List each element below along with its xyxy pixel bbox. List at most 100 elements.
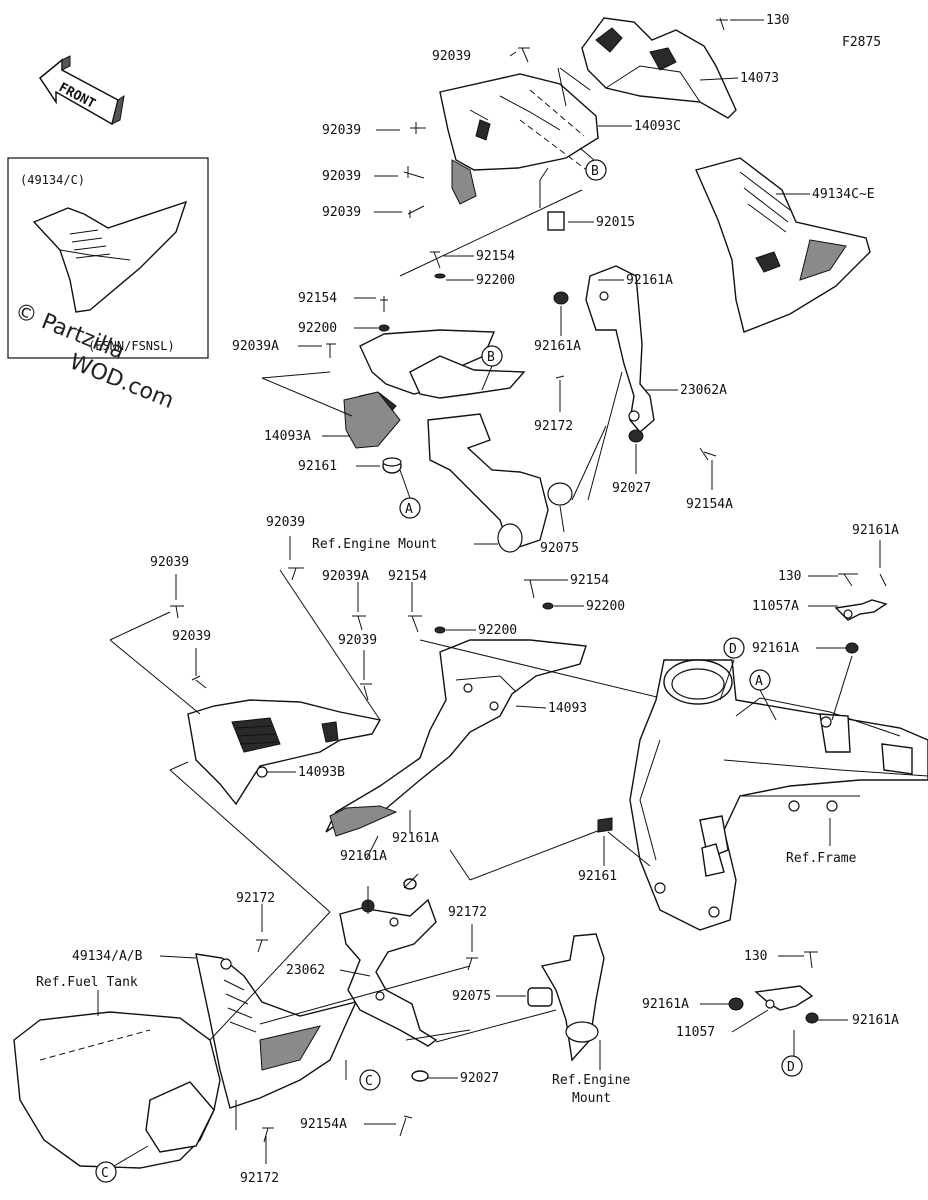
front-arrow-icon: FRONT [38, 55, 125, 126]
label-130-top: 130 [766, 13, 789, 28]
label-92039-e: 92039 [266, 515, 305, 530]
part-92075-bottom [527, 987, 553, 1007]
part-14093C [439, 73, 599, 171]
label-92200-b: 92200 [298, 321, 337, 336]
label-92172-c: 92172 [448, 905, 487, 920]
ref-frame-shape [629, 659, 928, 931]
label-92075-b: 92075 [452, 989, 491, 1004]
label-92161A-h: 92161A [852, 1013, 899, 1028]
label-92154-a: 92154 [476, 249, 515, 264]
label-92172-a: 92172 [534, 419, 573, 434]
label-92172-b: 92172 [236, 891, 275, 906]
label-92027-b: 92027 [460, 1071, 499, 1086]
label-14093B: 14093B [298, 765, 345, 780]
callout-C-left: C [95, 1161, 117, 1183]
label-92039A-a: 92039A [232, 339, 279, 354]
callout-B-top: B [585, 159, 607, 181]
part-92161-mid [597, 817, 613, 833]
part-23062A [585, 265, 655, 433]
label-92161-b: 92161 [578, 869, 617, 884]
label-92039-h: 92039 [338, 633, 377, 648]
callout-A-top: A [399, 497, 421, 519]
label-92015: 92015 [596, 215, 635, 230]
svg-text:B: B [487, 350, 495, 365]
label-130-bot: 130 [744, 949, 767, 964]
inset-note: (ESNN/FSNSL) [88, 339, 175, 353]
callout-D-bottom: D [781, 1055, 803, 1077]
figure-code: F2875 [842, 35, 881, 50]
label-92039-b: 92039 [322, 123, 361, 138]
label-92161A-a: 92161A [626, 273, 673, 288]
part-11057 [754, 985, 814, 1011]
part-92015 [547, 211, 565, 231]
callout-A-frame: A [749, 669, 771, 691]
label-ref-engine-mount-bottom-2: Mount [572, 1091, 611, 1106]
label-92154-c: 92154 [388, 569, 427, 584]
label-14093A: 14093A [264, 429, 311, 444]
svg-text:A: A [405, 502, 413, 517]
svg-text:A: A [755, 674, 763, 689]
part-49134-A-B [195, 953, 358, 1109]
label-92172-d: 92172 [240, 1171, 279, 1186]
label-ref-frame: Ref.Frame [786, 851, 857, 866]
inset-title: (49134/C) [20, 173, 85, 187]
part-11057A [834, 599, 888, 621]
part-49134C-E [695, 157, 871, 333]
label-92161A-c: 92161A [392, 831, 439, 846]
part-92161A-grommet [553, 291, 569, 305]
label-92039-d: 92039 [322, 205, 361, 220]
part-14093B [187, 699, 382, 806]
label-92039-c: 92039 [322, 169, 361, 184]
label-49134C-E: 49134C~E [812, 187, 875, 202]
leader-lines-frame [603, 540, 881, 867]
leader-lines-top [261, 19, 810, 545]
label-92154-d: 92154 [570, 573, 609, 588]
label-11057A: 11057A [752, 599, 799, 614]
label-92027-a: 92027 [612, 481, 651, 496]
label-92161A-e: 92161A [852, 523, 899, 538]
label-92154-b: 92154 [298, 291, 337, 306]
label-49134-A-B: 49134/A/B [72, 949, 143, 964]
label-92039-g: 92039 [172, 629, 211, 644]
label-23062: 23062 [286, 963, 325, 978]
svg-text:D: D [787, 1060, 795, 1075]
ref-engine-mount-top-shape [427, 413, 549, 551]
part-92027-top [628, 429, 644, 443]
label-92039A-b: 92039A [322, 569, 369, 584]
label-130-mid: 130 [778, 569, 801, 584]
svg-text:WOD.com: WOD.com [66, 350, 177, 414]
label-92039-f: 92039 [150, 555, 189, 570]
svg-text:B: B [591, 164, 599, 179]
part-labels: 130 14073 92039 14093C 92039 92039 92039… [36, 13, 899, 1186]
label-14093: 14093 [548, 701, 587, 716]
label-92161A-b: 92161A [534, 339, 581, 354]
label-ref-engine-mount-bottom-1: Ref.Engine [552, 1073, 630, 1088]
callout-C-right: C [359, 1069, 381, 1091]
label-92161-a: 92161 [298, 459, 337, 474]
svg-text:C: C [365, 1074, 373, 1089]
label-23062A: 23062A [680, 383, 727, 398]
part-92027-bottom [411, 1070, 429, 1082]
label-92200-a: 92200 [476, 273, 515, 288]
label-ref-engine-mount-top: Ref.Engine Mount [312, 537, 437, 552]
label-14093C: 14093C [634, 119, 681, 134]
svg-text:C: C [101, 1166, 109, 1181]
label-92161A-g: 92161A [642, 997, 689, 1012]
label-92200-d: 92200 [586, 599, 625, 614]
callout-D-frame: D [723, 637, 745, 659]
inset-panel: (49134/C) (ESNN/FSNSL) [7, 157, 209, 359]
leader-lines-bottom [97, 873, 848, 1167]
label-92154A-b: 92154A [300, 1117, 347, 1132]
label-11057: 11057 [676, 1025, 715, 1040]
label-92039-a: 92039 [432, 49, 471, 64]
label-92154A-a: 92154A [686, 497, 733, 512]
part-92075-top [547, 482, 573, 506]
part-23062 [339, 898, 438, 1047]
label-92075-a: 92075 [540, 541, 579, 556]
label-92161A-d: 92161A [340, 849, 387, 864]
label-14073: 14073 [740, 71, 779, 86]
label-92161A-f: 92161A [752, 641, 799, 656]
label-ref-fuel-tank: Ref.Fuel Tank [36, 975, 138, 990]
callout-B-mid: B [481, 345, 503, 367]
